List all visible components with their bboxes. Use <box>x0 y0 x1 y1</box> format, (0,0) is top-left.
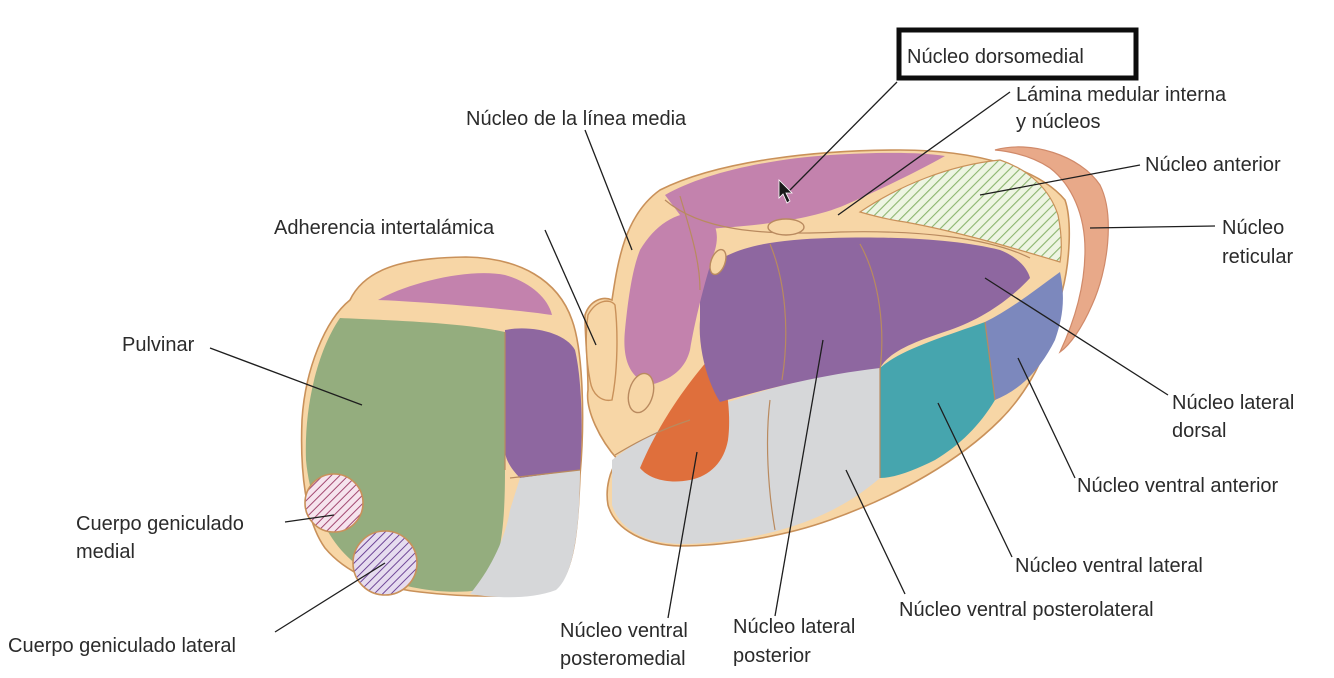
reticular-nucleus <box>994 146 1109 354</box>
arrow-cursor <box>778 179 793 204</box>
pulvinar-upper-purple <box>378 273 552 315</box>
label-pulvinar: Pulvinar <box>122 334 195 356</box>
label-nucleo-dorsomedial: Núcleo dorsomedial <box>907 46 1084 68</box>
label-nucleo-lateral-posterior-1: Núcleo lateral <box>733 616 855 638</box>
label-cuerpo-geniculado-medial-1: Cuerpo geniculado <box>76 513 244 535</box>
label-nucleo-linea-media: Núcleo de la línea media <box>466 108 687 130</box>
label-nucleo-anterior: Núcleo anterior <box>1145 154 1281 176</box>
left-lower-grey <box>470 470 580 598</box>
ventral-posterior-region <box>612 368 880 544</box>
anterior-nucleus-region <box>858 159 1062 263</box>
adhesion-oval <box>627 372 655 414</box>
label-cuerpo-geniculado-medial-2: medial <box>76 541 135 563</box>
left-thalamus-piece <box>300 256 584 598</box>
label-nucleo-ventral-posteromedial-2: posteromedial <box>560 648 686 670</box>
label-cuerpo-geniculado-lateral: Cuerpo geniculado lateral <box>8 635 236 657</box>
labels: Núcleo dorsomedial Lámina medular intern… <box>8 46 1294 670</box>
leader-lines <box>209 81 1216 633</box>
dorsomedial-highlight-box <box>896 27 1139 81</box>
label-nucleo-reticular-2: reticular <box>1222 246 1293 268</box>
left-lateral-purple <box>505 328 582 478</box>
lateral-dorsal-region <box>699 237 1030 402</box>
lamina-oval-top <box>767 218 805 236</box>
interthalamic-adhesion <box>585 300 618 402</box>
label-nucleo-reticular-1: Núcleo <box>1222 217 1284 239</box>
label-adherencia-intertalamica: Adherencia intertalámica <box>274 217 495 239</box>
label-nucleo-lateral-dorsal-2: dorsal <box>1172 420 1226 442</box>
right-thalamus-piece <box>584 149 1071 547</box>
ventral-anterior-region <box>985 272 1063 400</box>
dorsomedial-medial-strip <box>624 212 717 385</box>
label-nucleo-lateral-dorsal-1: Núcleo lateral <box>1172 392 1294 414</box>
label-nucleo-ventral-posteromedial-1: Núcleo ventral <box>560 620 688 642</box>
lamina-oval-side <box>709 248 727 276</box>
label-lamina-y-nucleos: y núcleos <box>1016 111 1101 133</box>
dorsomedial-region <box>665 152 945 229</box>
label-nucleo-ventral-anterior: Núcleo ventral anterior <box>1077 475 1279 497</box>
label-nucleo-ventral-posterolateral: Núcleo ventral posterolateral <box>899 599 1154 621</box>
label-lamina-medular-interna: Lámina medular interna <box>1016 84 1227 106</box>
ventral-posteromedial-region <box>640 352 730 482</box>
medial-geniculate-body <box>304 473 364 533</box>
ventral-lateral-region <box>880 322 995 478</box>
label-nucleo-ventral-lateral: Núcleo ventral lateral <box>1015 555 1203 577</box>
label-nucleo-lateral-posterior-2: posterior <box>733 645 811 667</box>
